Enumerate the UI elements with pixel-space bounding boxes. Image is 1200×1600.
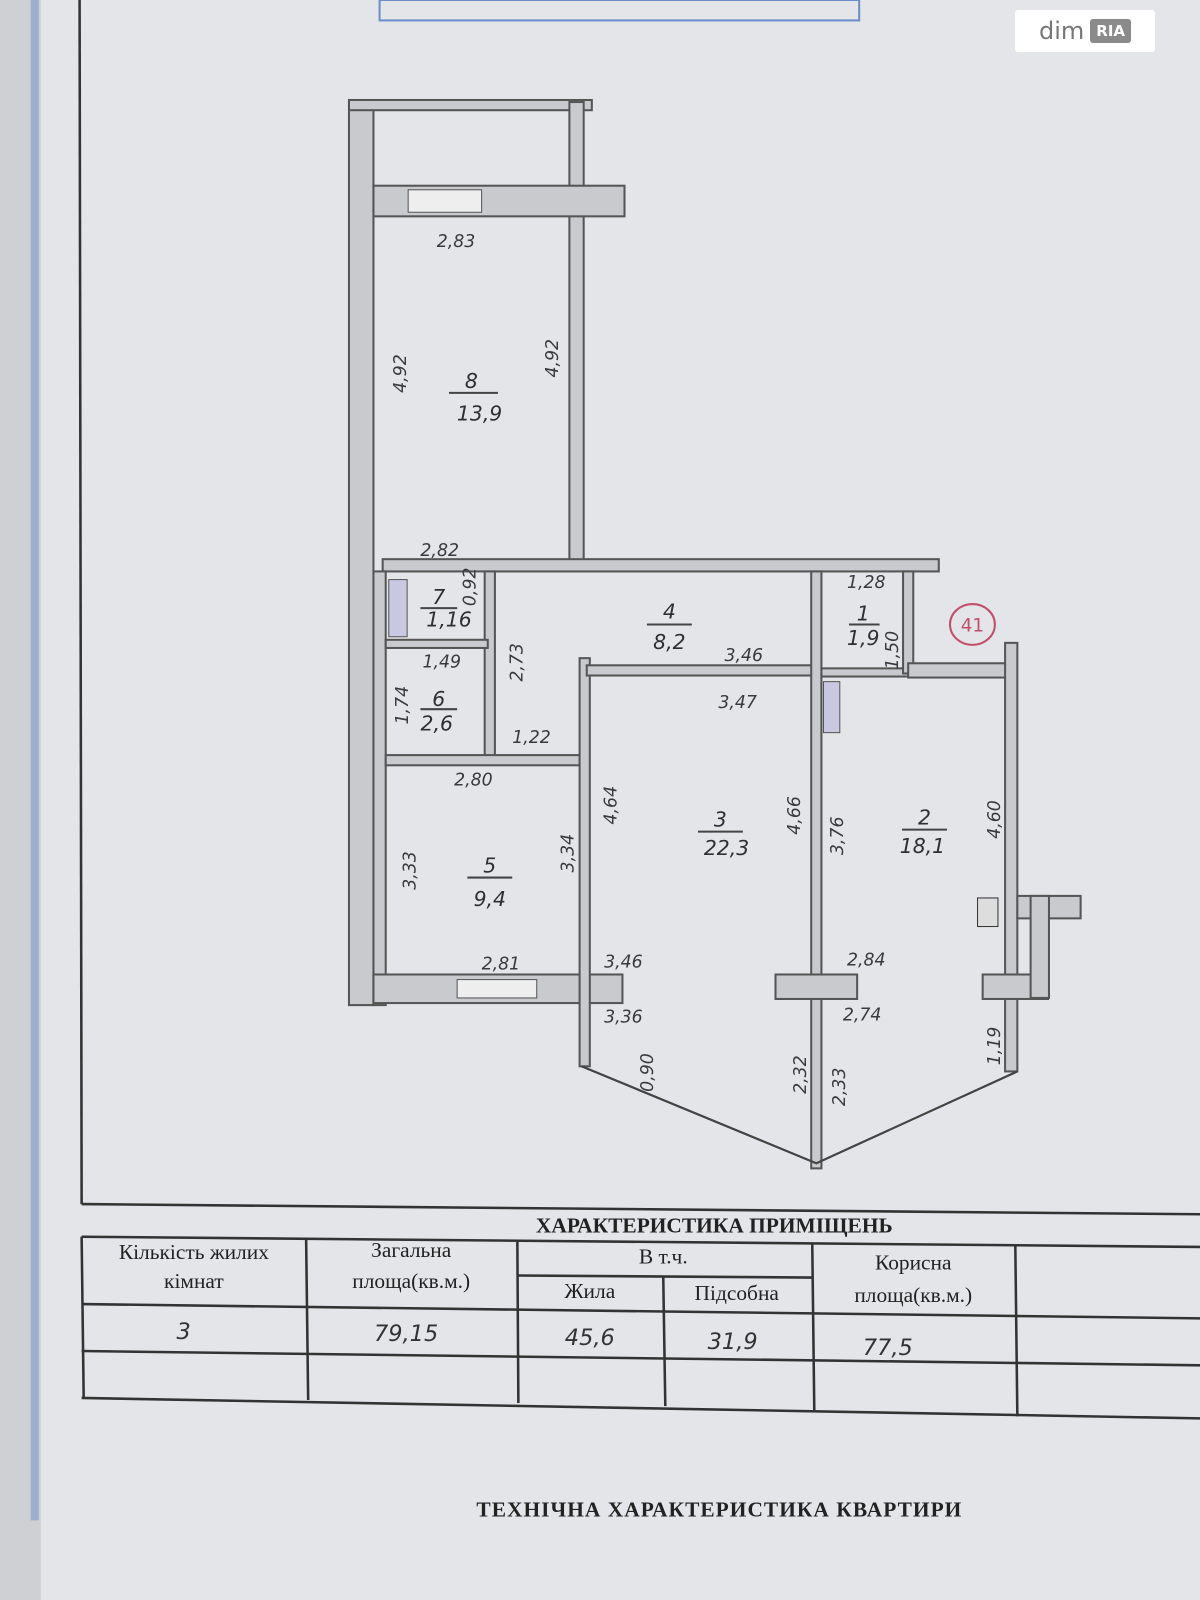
svg-text:79,15: 79,15: [374, 1321, 438, 1347]
svg-text:2,82: 2,82: [420, 541, 459, 561]
svg-text:2: 2: [918, 805, 931, 829]
dimension-labels: 2,83 4,92 4,92 2,82 0,92 1,49 1,74 2,73 …: [391, 232, 1005, 1106]
svg-text:Загальна: Загальна: [371, 1238, 452, 1262]
table-title: ХАРАКТЕРИСТИКА ПРИМІЩЕНЬ: [536, 1214, 893, 1238]
svg-text:4,66: 4,66: [785, 796, 805, 835]
room-2: 218,1: [900, 805, 947, 858]
svg-text:4,64: 4,64: [601, 786, 621, 825]
svg-text:1: 1: [857, 601, 870, 625]
frame-left-line: [78, 0, 83, 1205]
svg-text:1,49: 1,49: [422, 652, 461, 672]
svg-text:4,92: 4,92: [391, 354, 411, 393]
frame-bottom-line: [81, 1202, 1200, 1216]
svg-text:1,28: 1,28: [847, 573, 886, 593]
svg-text:77,5: 77,5: [863, 1335, 913, 1361]
svg-text:2,6: 2,6: [421, 712, 453, 736]
svg-text:3,46: 3,46: [724, 646, 763, 666]
svg-text:3,76: 3,76: [828, 817, 848, 856]
svg-text:0,90: 0,90: [638, 1053, 658, 1092]
room-1: 11,9: [847, 601, 880, 650]
svg-text:2,73: 2,73: [507, 643, 527, 682]
svg-text:Підсобна: Підсобна: [695, 1281, 780, 1305]
svg-text:2,80: 2,80: [454, 771, 493, 791]
svg-text:1,9: 1,9: [847, 626, 879, 650]
svg-text:площа(кв.м.): площа(кв.м.): [352, 1269, 470, 1293]
svg-text:41: 41: [961, 616, 984, 637]
svg-text:площа(кв.м.): площа(кв.м.): [854, 1283, 972, 1307]
svg-text:13,9: 13,9: [457, 401, 502, 425]
svg-text:3,36: 3,36: [604, 1007, 643, 1027]
logo-text: dim: [1038, 17, 1085, 45]
svg-text:18,1: 18,1: [900, 834, 945, 858]
svg-text:8: 8: [465, 369, 478, 393]
svg-text:кімнат: кімнат: [164, 1269, 224, 1293]
logo-badge: RIA: [1090, 19, 1132, 43]
svg-text:31,9: 31,9: [708, 1329, 758, 1355]
svg-text:2,84: 2,84: [847, 950, 886, 970]
room-6: 62,6: [420, 687, 458, 736]
room-7: 71,16: [420, 585, 472, 632]
svg-text:2,81: 2,81: [482, 954, 521, 974]
room-5: 59,4: [467, 853, 513, 911]
svg-text:3,46: 3,46: [604, 952, 643, 972]
dimria-logo: dim RIA: [1015, 10, 1155, 52]
rooms-characteristics-table: ХАРАКТЕРИСТИКА ПРИМІЩЕНЬ Кількість жилих…: [80, 1214, 1200, 1420]
room-4: 48,2: [646, 599, 692, 654]
walls: [347, 98, 1082, 1170]
svg-text:3,47: 3,47: [718, 693, 757, 713]
svg-text:3,33: 3,33: [400, 851, 420, 890]
svg-text:Жила: Жила: [564, 1279, 615, 1303]
svg-text:2,33: 2,33: [830, 1068, 850, 1107]
svg-text:1,16: 1,16: [426, 608, 471, 632]
frame-edge: [30, 0, 39, 1521]
svg-text:Кількість жилих: Кількість жилих: [119, 1240, 269, 1264]
svg-text:3: 3: [177, 1319, 191, 1345]
svg-text:1,50: 1,50: [883, 631, 903, 670]
svg-text:9,4: 9,4: [474, 887, 506, 911]
svg-text:4,92: 4,92: [543, 339, 563, 378]
svg-text:6: 6: [432, 687, 445, 711]
svg-text:В т.ч.: В т.ч.: [639, 1244, 688, 1268]
svg-text:2,32: 2,32: [791, 1055, 811, 1094]
svg-text:8,2: 8,2: [653, 630, 685, 654]
room-3: 322,3: [697, 808, 749, 860]
svg-text:3,34: 3,34: [558, 834, 578, 873]
svg-text:4: 4: [663, 599, 676, 623]
document-footer-title: ТЕХНІЧНА ХАРАКТЕРИСТИКА КВАРТИРИ: [476, 1497, 962, 1521]
svg-text:22,3: 22,3: [704, 836, 749, 860]
svg-text:7: 7: [432, 585, 445, 609]
svg-text:3: 3: [714, 808, 727, 832]
svg-text:Корисна: Корисна: [875, 1250, 952, 1274]
svg-text:45,6: 45,6: [565, 1325, 615, 1351]
svg-text:1,22: 1,22: [512, 728, 551, 748]
svg-text:2,83: 2,83: [437, 232, 476, 252]
apartment-number-stamp: 41: [948, 603, 996, 646]
room-labels: 813,9 71,16 62,6 48,2 59,4 322,3 11,9 21…: [420, 369, 947, 911]
room-8: 813,9: [448, 369, 502, 425]
svg-text:0,92: 0,92: [461, 568, 481, 607]
svg-text:4,60: 4,60: [985, 800, 1005, 839]
svg-text:2,74: 2,74: [843, 1005, 882, 1025]
svg-text:1,74: 1,74: [393, 686, 413, 725]
svg-text:1,19: 1,19: [985, 1027, 1005, 1066]
top-stamp-box: [378, 0, 861, 22]
svg-text:5: 5: [483, 853, 496, 877]
